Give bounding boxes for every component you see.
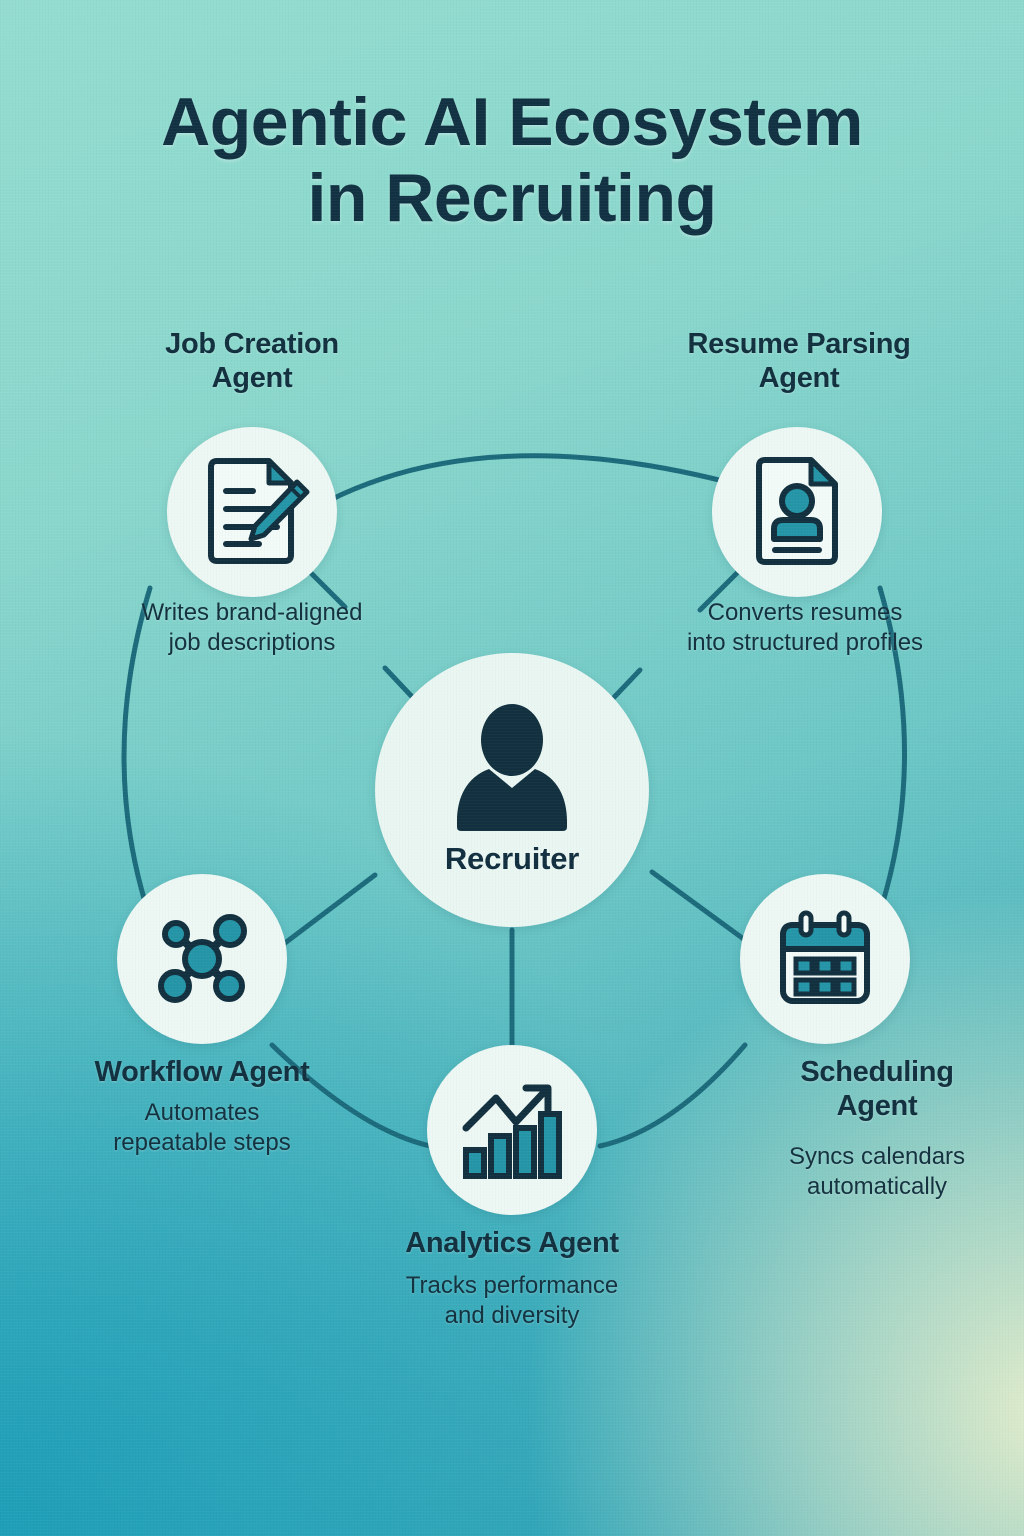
label-resume-parsing-title: Resume Parsing Agent bbox=[634, 327, 964, 395]
label-scheduling-title: Scheduling Agent bbox=[712, 1055, 1024, 1123]
job-creation-title-line-1: Job Creation bbox=[165, 328, 339, 360]
label-resume-parsing-desc: Converts resumes into structured profile… bbox=[640, 598, 970, 658]
scheduling-desc-line-2: automatically bbox=[806, 1172, 948, 1200]
label-analytics-title: Analytics Agent bbox=[347, 1226, 677, 1260]
node-recruiter[interactable]: Recruiter bbox=[375, 653, 649, 927]
label-scheduling-desc: Syncs calendars automatically bbox=[712, 1142, 1024, 1202]
node-workflow-agent[interactable] bbox=[117, 874, 287, 1044]
node-job-creation-agent[interactable] bbox=[167, 427, 337, 597]
arc-job-to-workflow bbox=[121, 585, 153, 921]
recruiter-label: Recruiter bbox=[444, 841, 580, 876]
bar-chart-growth-icon bbox=[458, 1078, 566, 1182]
scheduling-title-line-1: Scheduling bbox=[800, 1056, 954, 1088]
arc-workflow-to-analytics bbox=[269, 1042, 433, 1149]
scheduling-title-line-2: Agent bbox=[836, 1090, 918, 1123]
label-job-creation-title: Job Creation Agent bbox=[87, 327, 417, 395]
network-nodes-icon bbox=[150, 907, 254, 1011]
job-creation-desc-line-2: job descriptions bbox=[168, 628, 336, 656]
job-creation-desc-line-1: Writes brand-aligned bbox=[141, 599, 363, 626]
label-analytics-desc: Tracks performance and diversity bbox=[347, 1271, 677, 1331]
label-workflow-title: Workflow Agent bbox=[37, 1055, 367, 1089]
analytics-title-line-1: Analytics Agent bbox=[405, 1227, 619, 1259]
title-line-1: Agentic AI Ecosystem bbox=[161, 84, 863, 160]
label-workflow-desc: Automates repeatable steps bbox=[37, 1098, 367, 1158]
calendar-icon bbox=[771, 905, 879, 1013]
spoke-schedule bbox=[649, 869, 748, 943]
resume-profile-icon bbox=[749, 456, 845, 568]
job-creation-title-line-2: Agent bbox=[211, 362, 293, 395]
node-analytics-agent[interactable] bbox=[427, 1045, 597, 1215]
analytics-desc-line-1: Tracks performance bbox=[405, 1272, 619, 1299]
document-pencil-icon bbox=[199, 457, 310, 567]
title-line-2: in Recruiting bbox=[307, 160, 717, 237]
workflow-title-line-1: Workflow Agent bbox=[94, 1056, 310, 1088]
poster-title: Agentic AI Ecosystem in Recruiting bbox=[0, 84, 1024, 236]
node-resume-parsing-agent[interactable] bbox=[712, 427, 882, 597]
arc-analytics-to-schedule bbox=[597, 1042, 748, 1149]
spoke-workflow bbox=[282, 872, 378, 946]
spoke-resume-outer bbox=[697, 569, 741, 613]
workflow-desc-line-1: Automates bbox=[144, 1099, 260, 1126]
resume-parsing-title-line-2: Agent bbox=[758, 362, 840, 395]
resume-parsing-desc-line-1: Converts resumes bbox=[707, 599, 903, 626]
resume-parsing-desc-line-2: into structured profiles bbox=[686, 628, 924, 656]
analytics-desc-line-2: and diversity bbox=[444, 1301, 580, 1329]
person-silhouette-icon bbox=[437, 703, 587, 835]
workflow-desc-line-2: repeatable steps bbox=[113, 1128, 291, 1156]
node-scheduling-agent[interactable] bbox=[740, 874, 910, 1044]
arc-resume-to-schedule bbox=[875, 585, 907, 921]
scheduling-desc-line-1: Syncs calendars bbox=[788, 1143, 966, 1170]
label-job-creation-desc: Writes brand-aligned job descriptions bbox=[87, 598, 417, 658]
resume-parsing-title-line-1: Resume Parsing bbox=[687, 328, 911, 360]
